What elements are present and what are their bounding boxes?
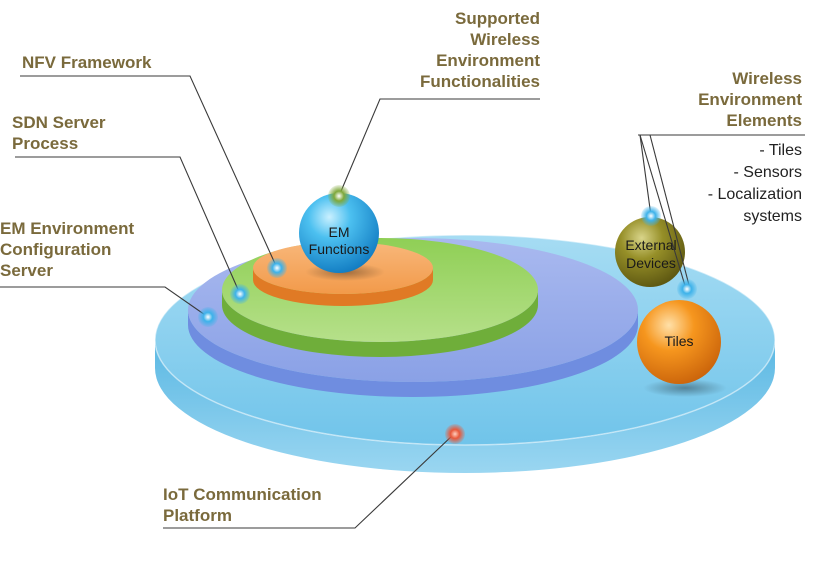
- wireless-item-systems: systems: [743, 208, 802, 225]
- wireless-elements-line2: Environment: [698, 90, 802, 109]
- leader-line-iot: [163, 433, 455, 529]
- tiles-sphere: Tiles: [637, 300, 721, 384]
- leader-line-wireless-to-tiles-b: [649, 134, 691, 290]
- sdn-server-line1: SDN Server: [12, 113, 106, 132]
- wireless-elements-label: Wireless Environment Elements: [698, 68, 802, 131]
- leader-line-em-env: [0, 286, 209, 318]
- leader-line-wireless-to-external: [639, 134, 652, 217]
- nfv-framework-line1: NFV Framework: [22, 53, 152, 72]
- em-functions-label-line1: EM: [329, 224, 350, 240]
- em-environment-line3: Server: [0, 261, 53, 280]
- dot-em-env: [198, 307, 218, 327]
- wireless-item-localization: - Localization: [707, 186, 802, 203]
- tiles-shadow: [643, 379, 727, 397]
- dot-tiles: [677, 279, 697, 299]
- dot-external-devices: [641, 206, 661, 226]
- leader-line-sdn: [15, 156, 241, 295]
- wireless-item-sensors: - Sensors: [733, 164, 802, 181]
- em-environment-line2: Configuration: [0, 240, 112, 259]
- dot-iot: [445, 424, 465, 444]
- leader-line-wireless-to-tiles-a: [639, 134, 687, 290]
- supported-wireless-label: Supported Wireless Environment Functiona…: [420, 8, 540, 92]
- external-devices-sphere: External Devices: [615, 217, 685, 287]
- em-functions-label-line2: Functions: [309, 241, 370, 257]
- iot-platform-label: IoT Communication Platform: [163, 484, 322, 526]
- external-devices-label-line2: Devices: [626, 255, 676, 271]
- wireless-elements-line1: Wireless: [732, 69, 802, 88]
- dot-sdn: [230, 284, 250, 304]
- tiles-label: Tiles: [664, 333, 693, 349]
- wireless-elements-line3: Elements: [726, 111, 802, 130]
- leader-lines: [0, 75, 805, 529]
- nfv-framework-label: NFV Framework: [22, 52, 151, 73]
- leader-line-nfv: [20, 75, 278, 269]
- dot-supported: [328, 185, 350, 207]
- supported-wireless-line3: Environment: [436, 51, 540, 70]
- external-devices-label-line1: External: [625, 237, 676, 253]
- iot-platform-line2: Platform: [163, 506, 232, 525]
- em-functions-sphere: EM Functions: [299, 193, 379, 273]
- leader-line-supported: [338, 98, 540, 197]
- sdn-server-line2: Process: [12, 134, 79, 153]
- wireless-elements-list: - Tiles - Sensors - Localization systems: [708, 140, 802, 228]
- dot-nfv: [267, 258, 287, 278]
- iot-platform-line1: IoT Communication: [163, 485, 322, 504]
- supported-wireless-line2: Wireless: [470, 30, 540, 49]
- em-environment-label: EM Environment Configuration Server: [0, 218, 134, 281]
- wireless-item-tiles: - Tiles: [759, 142, 802, 159]
- supported-wireless-line4: Functionalities: [420, 72, 540, 91]
- em-environment-line1: EM Environment: [0, 219, 135, 238]
- sdn-server-label: SDN Server Process: [12, 112, 106, 154]
- supported-wireless-line1: Supported: [455, 9, 540, 28]
